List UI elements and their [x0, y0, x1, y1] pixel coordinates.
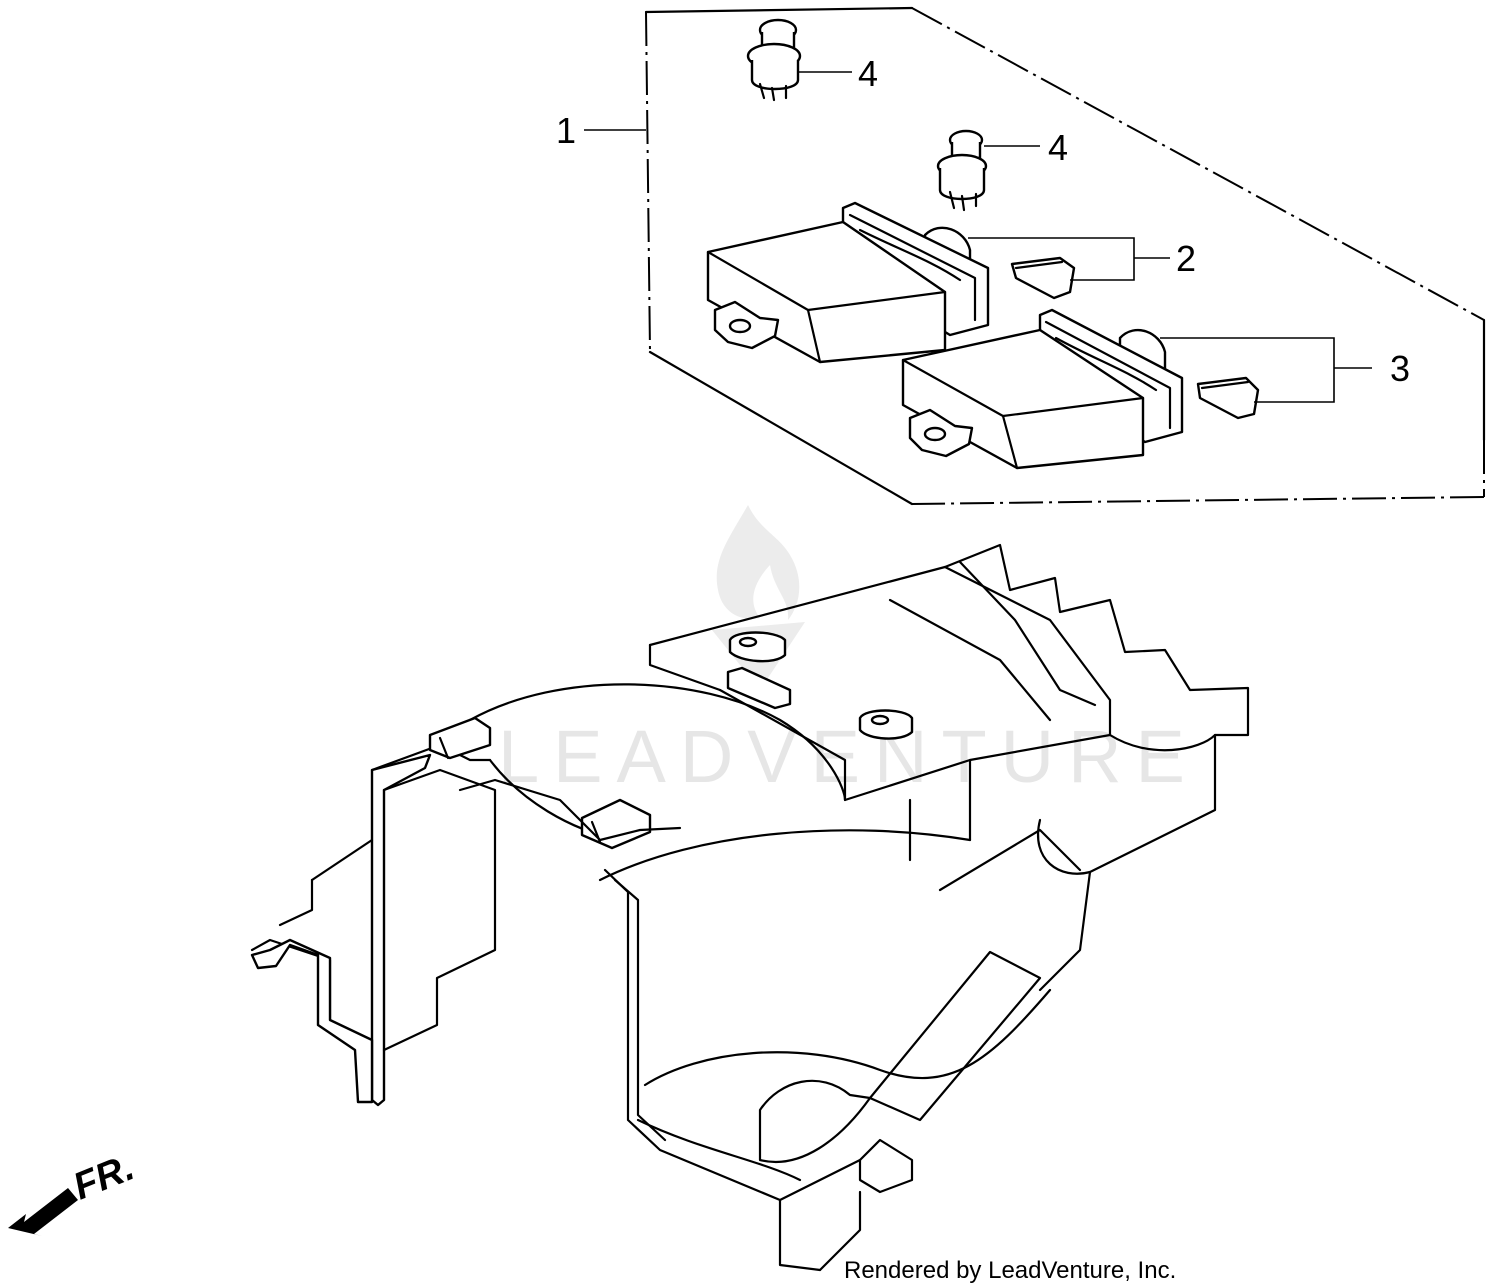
- leader-lines: [584, 71, 1372, 403]
- front-label: FR.: [68, 1146, 140, 1208]
- front-arrow-icon: [8, 1188, 78, 1236]
- callout-4-middle: 4: [1048, 127, 1068, 168]
- callout-2: 2: [1176, 238, 1196, 279]
- callout-4-top: 4: [858, 53, 878, 94]
- callout-labels: 1 2 3 4 4: [556, 53, 1410, 389]
- control-unit-part-3: [901, 308, 1260, 470]
- front-direction-indicator: FR.: [8, 1146, 140, 1236]
- clip-part-4-middle: [936, 129, 988, 212]
- watermark-text: LEADVENTURE: [498, 715, 1199, 798]
- kit-boundary: [644, 6, 1486, 506]
- clip-part-4-top: [746, 18, 802, 102]
- callout-3: 3: [1390, 348, 1410, 389]
- footer-credit: Rendered by LeadVenture, Inc.: [844, 1257, 1176, 1284]
- control-unit-part-2: [706, 201, 1076, 364]
- rear-fender-housing: [250, 543, 1250, 1272]
- callout-1: 1: [556, 110, 576, 151]
- watermark: LEADVENTURE: [498, 505, 1199, 798]
